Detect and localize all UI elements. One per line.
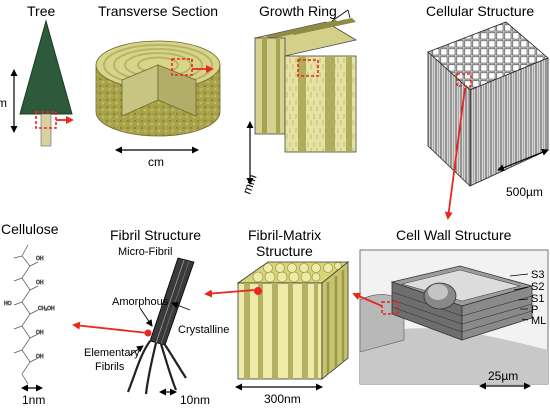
micro-fibril-label: Micro-Fibril [118,246,172,258]
fibril-title: Fibril Structure [110,227,201,243]
cell-wall-micrograph [359,249,549,385]
growth-ring-title: Growth Ring [259,3,337,19]
crystalline-label: Crystalline [178,324,229,336]
amorphous-label: Amorphous [112,296,169,308]
tree-illustration [19,19,74,147]
layer-label-s3: S3 [531,269,544,281]
cell-wall-layer-labels: S3 S2 S1 P ML [509,269,546,327]
elementary-label-line1: Elementary [84,347,140,359]
ring-leader-2 [347,9,351,19]
layer-label-p: P [531,304,538,316]
growth-ring-block [253,9,358,153]
elementary-label-line2: Fibrils [95,361,125,373]
svg-text:OH: OH [36,330,44,336]
tree-title: Tree [27,3,55,19]
cellular-scale-label: 500µm [506,185,543,199]
fibril-matrix-block [236,261,350,380]
svg-text:OH: OH [36,280,44,286]
growth-ring-sample-box [297,59,319,77]
svg-text:OH: OH [36,354,44,360]
elementary-pointer [129,345,144,356]
layer-label-s2: S2 [531,281,544,293]
transverse-title: Transverse Section [98,3,218,19]
cellular-to-cellwall-arrow [444,87,466,220]
fibril-to-cellulose-arrow [72,321,149,334]
matrix-to-fibril-arrow [204,289,255,298]
layer-label-s1: S1 [531,293,544,305]
log-section-illustration [95,40,221,137]
fibril-matrix-title-line2: Structure [256,243,313,259]
svg-text:HO: HO [4,301,12,307]
fibril-matrix-scale-label: 300nm [264,392,301,406]
cellular-sample-box [456,73,472,87]
cellulose-scale-label: 1nm [22,393,45,407]
cellular-title: Cellular Structure [426,3,534,19]
svg-text:CH₂OH: CH₂OH [38,306,55,312]
fibril-illustration [126,257,195,395]
svg-text:OH: OH [36,256,44,262]
fibril-scale-label: 10nm [180,393,210,407]
ring-leader-1 [331,9,349,22]
tree-scale-label: m [0,96,7,110]
cellulose-title: Cellulose [1,221,59,237]
amorphous-pointer [139,307,153,327]
layer-label-ml: ML [531,315,546,327]
cellwall-to-matrix-arrow [352,292,383,307]
cell-wall-scale-label: 25µm [488,369,518,383]
crystalline-pointer [171,301,191,311]
cellular-block [427,21,549,187]
cellulose-chain: OH OH CH₂OH OH OH HO [4,244,55,385]
cell-wall-sample-box [381,301,399,315]
growth-ring-scale-label: mm [240,172,260,196]
cell-wall-title: Cell Wall Structure [396,227,512,243]
fibril-matrix-title-line1: Fibril-Matrix [248,227,321,243]
transverse-scale-label: cm [148,155,164,169]
fibril-matrix-sample-marker [254,287,262,295]
transverse-sample-box [171,58,193,76]
cellular-scale-bar [497,148,549,172]
